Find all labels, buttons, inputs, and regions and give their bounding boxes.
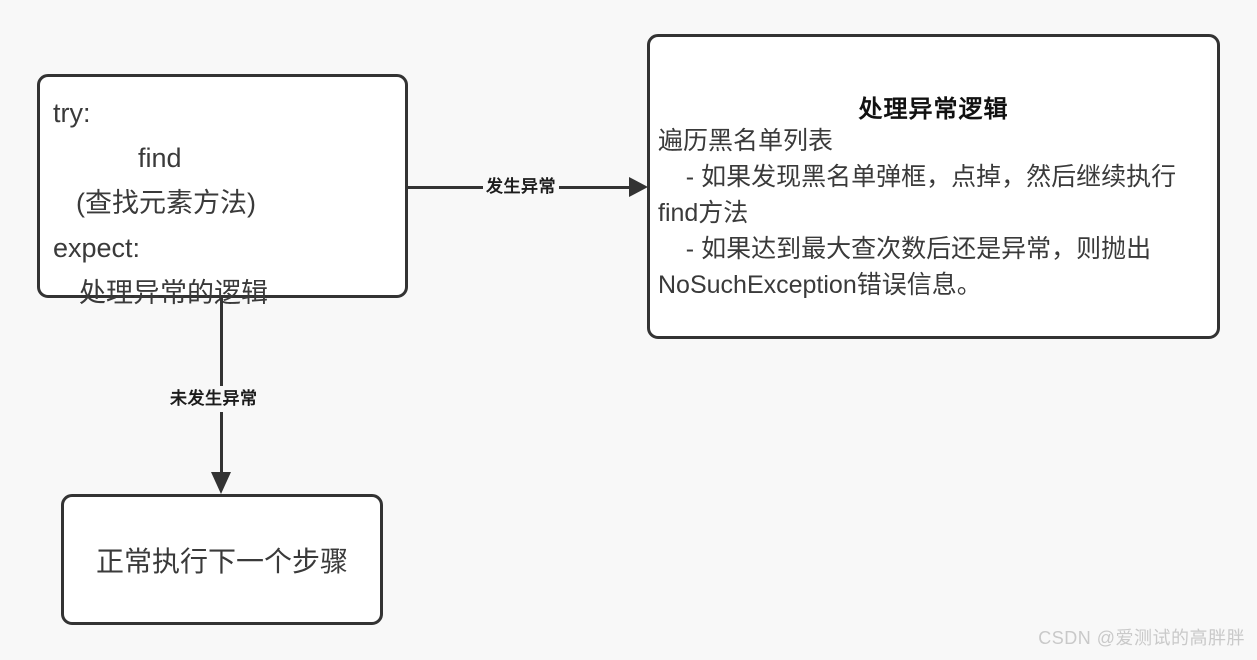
normal-box-label: 正常执行下一个步骤: [95, 545, 348, 577]
edge-to-normal-label: 未发生异常: [166, 386, 262, 412]
node-try-expect[interactable]: try: find (查找元素方法) expect: 处理异常的逻辑: [37, 74, 408, 308]
exception-box-title: 处理异常逻辑: [858, 96, 1009, 123]
try-box-text-block: try: find (查找元素方法) expect: 处理异常的逻辑: [53, 91, 397, 316]
try-line-expect: expect:: [53, 233, 141, 263]
edge-to-normal-arrowhead: [211, 472, 231, 494]
try-line-find-cn: (查找元素方法): [76, 188, 256, 218]
try-line-try: try:: [53, 98, 91, 128]
try-line-find: find: [138, 143, 182, 173]
watermark: CSDN @爱测试的高胖胖: [1038, 628, 1245, 648]
edge-to-exception-arrowhead: [629, 177, 648, 197]
node-normal-next-step[interactable]: 正常执行下一个步骤: [61, 494, 383, 625]
node-exception-handling[interactable]: 处理异常逻辑 遍历黑名单列表 - 如果发现黑名单弹框，点掉，然后继续执行find…: [647, 34, 1220, 339]
edge-to-exception-label: 发生异常: [483, 176, 559, 198]
try-line-logic: 处理异常的逻辑: [79, 278, 268, 308]
exception-box-body: 遍历黑名单列表 - 如果发现黑名单弹框，点掉，然后继续执行find方法 - 如果…: [658, 127, 1177, 299]
